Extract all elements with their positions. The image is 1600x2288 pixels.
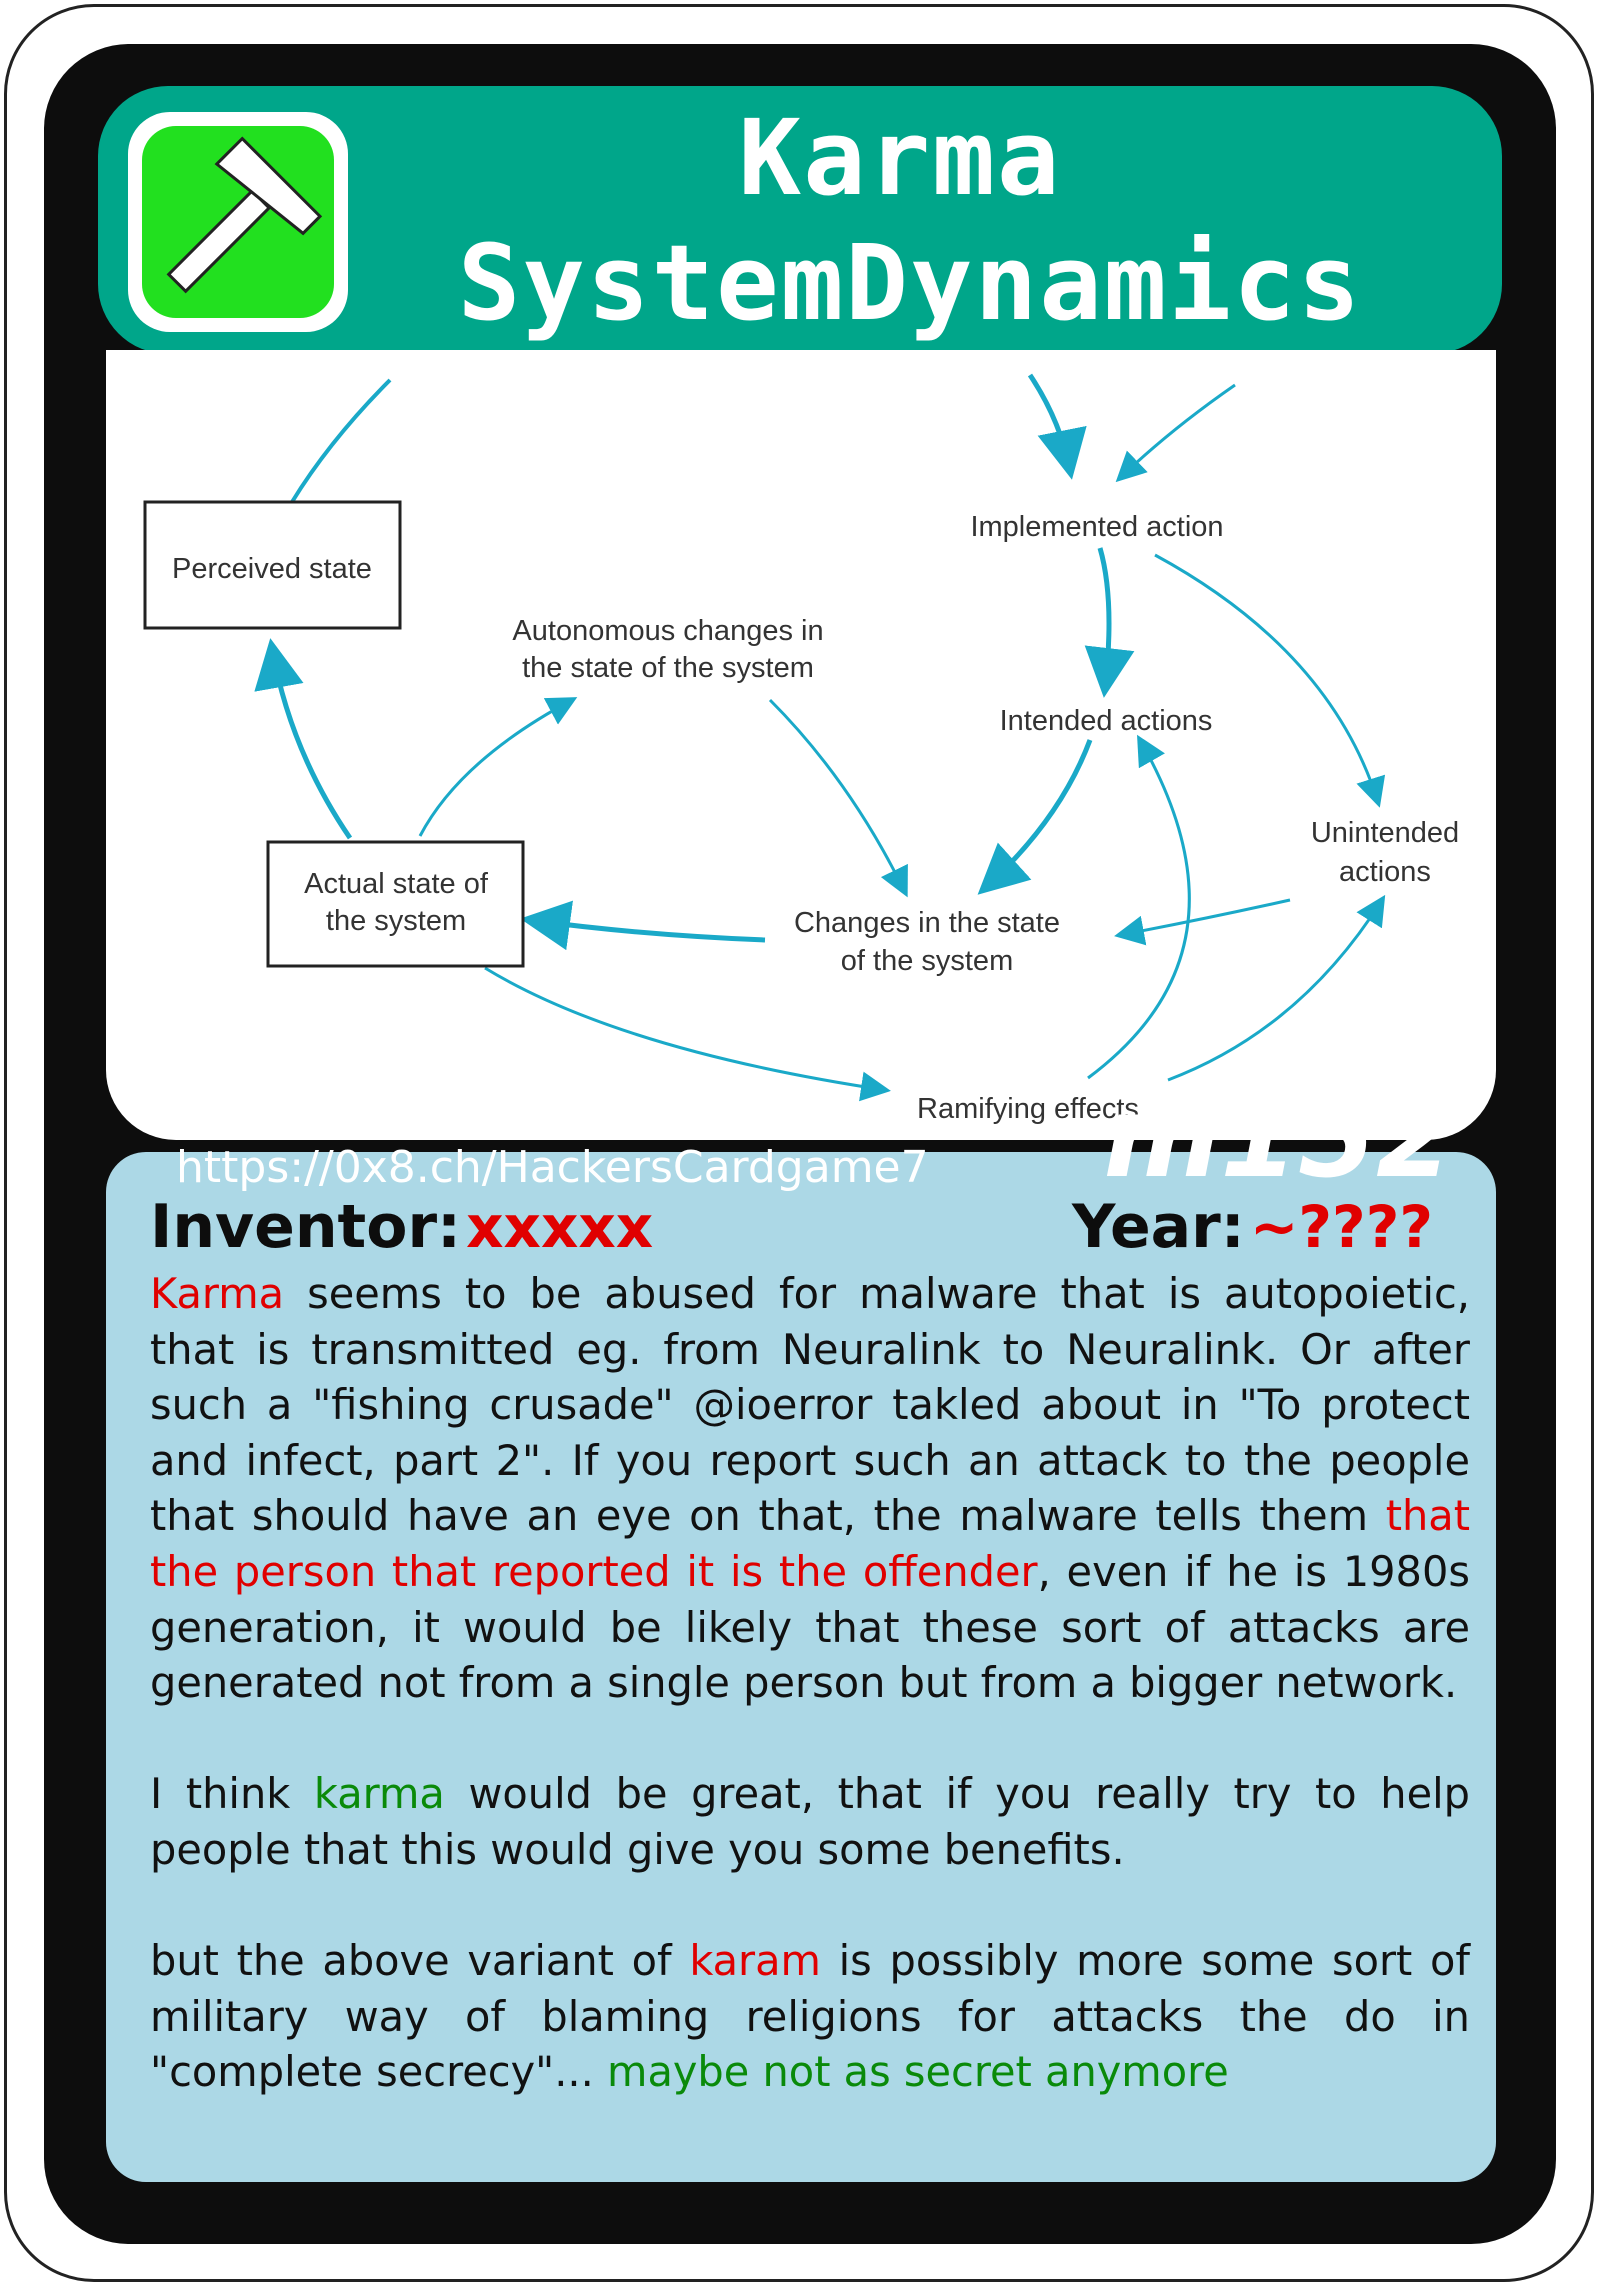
label-actual-state-2: the system — [326, 905, 466, 937]
arrow-actual-to-perceived — [254, 638, 353, 840]
label-implemented-action: Implemented action — [970, 511, 1223, 543]
label-ramifying: Ramifying effects — [917, 1093, 1139, 1125]
inventor: Inventor: xxxxx — [150, 1192, 653, 1262]
label-autonomous-2: the state of the system — [522, 652, 814, 684]
highlight-karma-green: karma — [313, 1769, 445, 1819]
paragraph-1: Karma seems to be abused for malware tha… — [150, 1266, 1470, 1711]
label-unintended-2: actions — [1339, 856, 1431, 888]
meta-row: Inventor: xxxxx Year: ~???? — [150, 1192, 1450, 1262]
arrow-actual-to-ramifying — [484, 966, 891, 1102]
text: , even if he is 1980s generation, it wou… — [150, 1546, 1470, 1708]
paragraph-2: I think karma would be great, that if yo… — [150, 1766, 1470, 1877]
category-icon-box — [128, 112, 348, 332]
system-dynamics-diagram: Perceived state Actual state of the syst… — [143, 373, 1459, 1125]
arrow-actual-to-autonomous — [418, 697, 578, 837]
label-unintended-1: Unintended — [1311, 817, 1459, 849]
arrow-autonomous-to-changes — [768, 698, 908, 898]
inventor-label: Inventor: — [150, 1192, 462, 1262]
highlight-karam: karam — [689, 1936, 821, 1986]
card-url: https://0x8.ch/HackersCardgame7 — [176, 1142, 929, 1193]
inventor-value: xxxxx — [466, 1193, 654, 1261]
arrow-implemented-to-intended — [1084, 547, 1135, 698]
arrow-top-to-implemented — [1027, 373, 1087, 480]
card-title-line2: SystemDynamics — [457, 222, 1363, 344]
hammer-icon — [166, 136, 323, 294]
card-title-line1: Karma — [738, 97, 1062, 219]
year: Year: ~???? — [1072, 1192, 1433, 1262]
text: is possibly more some sort of military w… — [150, 1936, 1470, 2097]
text: I think — [150, 1769, 314, 1819]
label-intended-actions: Intended actions — [1000, 705, 1213, 737]
card-description: Karma seems to be abused for malware tha… — [150, 1266, 1470, 2156]
paragraph-3: but the above variant of karam is possib… — [150, 1933, 1470, 2100]
year-value: ~???? — [1249, 1193, 1433, 1261]
arrow-changes-to-actual — [520, 900, 766, 951]
arrow-top-right-to-implemented — [1115, 383, 1236, 483]
icon-background — [142, 126, 334, 318]
label-changes-2: of the system — [841, 945, 1013, 977]
text-panel — [106, 1152, 1496, 2182]
arrow-unintended-to-changes — [1114, 898, 1291, 946]
arrow-ramifying-to-unintended — [1167, 894, 1386, 1082]
highlight-offender: that the person that reported it is the … — [150, 1491, 1470, 1596]
year-label: Year: — [1072, 1192, 1245, 1262]
label-autonomous-1: Autonomous changes in — [512, 615, 823, 647]
text: seems to be abused for malware that is a… — [150, 1269, 1470, 1541]
label-changes-1: Changes in the state — [794, 907, 1060, 939]
highlight-secret: maybe not as secret anymore — [607, 2047, 1229, 2097]
perceived-state-box — [143, 500, 402, 630]
arrow-ramifying-to-intended — [1087, 734, 1191, 1080]
label-perceived-state: Perceived state — [172, 553, 372, 585]
arrow-intended-to-changes — [977, 739, 1093, 895]
arrow-implemented-to-unintended — [1154, 553, 1386, 808]
highlight-karma: Karma — [150, 1269, 285, 1318]
card-code: m152 — [1103, 1073, 1455, 1203]
diagram-panel: Perceived state Actual state of the syst… — [106, 350, 1496, 1140]
arrow-top-left — [290, 378, 392, 504]
actual-state-box — [266, 840, 525, 968]
text: but the above variant of — [150, 1936, 690, 1986]
text: would be great, that if you really try t… — [150, 1769, 1470, 1874]
label-actual-state-1: Actual state of — [304, 868, 489, 900]
